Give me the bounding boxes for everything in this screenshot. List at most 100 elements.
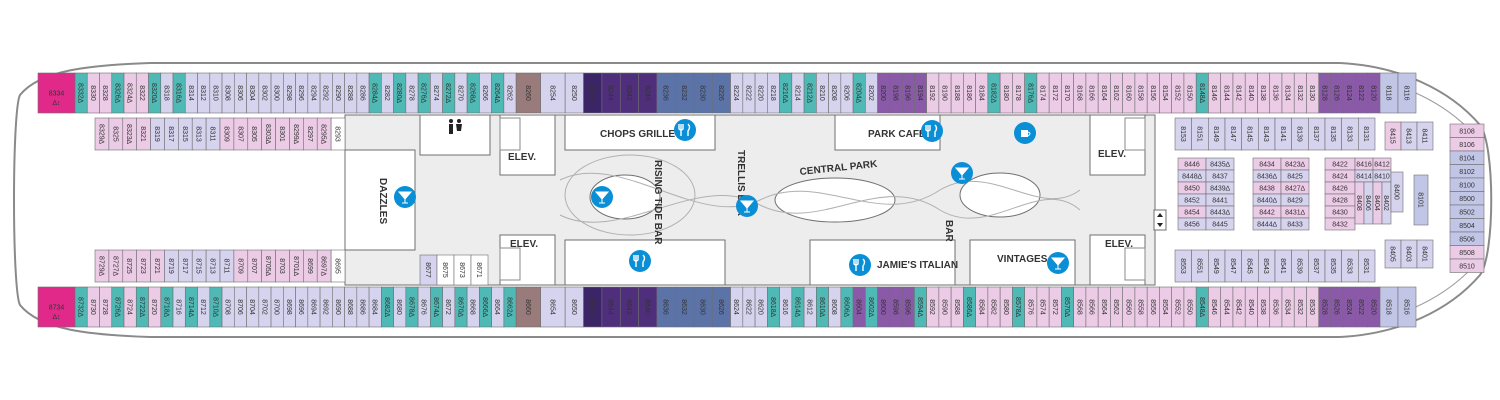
cabin-8413[interactable]: 8413: [1400, 121, 1418, 151]
cabin-8302[interactable]: 8302: [258, 72, 272, 114]
cabin-8701[interactable]: 8701∆: [289, 249, 304, 283]
cabin-8708[interactable]: 8708: [221, 286, 235, 328]
cabin-8133[interactable]: 8133: [1341, 117, 1359, 151]
cabin-8128[interactable]: 8128: [1318, 72, 1332, 114]
cabin-8323[interactable]: 8323∆: [122, 117, 137, 151]
cabin-8131[interactable]: 8131: [1358, 117, 1376, 151]
cabin-8596[interactable]: 8596: [901, 286, 915, 328]
cabin-8148[interactable]: 8148∆: [1195, 72, 1209, 114]
cabin-8534[interactable]: 8534: [1281, 286, 1295, 328]
cabin-8444[interactable]: 8444∆: [1252, 217, 1282, 231]
cabin-8196[interactable]: 8196: [901, 72, 915, 114]
dining-icon[interactable]: [674, 119, 696, 141]
cabin-8538[interactable]: 8538: [1257, 286, 1271, 328]
cabin-8274[interactable]: 8274: [430, 72, 443, 114]
cabin-8184[interactable]: 8184: [975, 72, 989, 114]
cabin-8430[interactable]: 8430: [1324, 205, 1356, 219]
cabin-8178[interactable]: 8178: [1012, 72, 1025, 114]
cabin-8438[interactable]: 8438: [1252, 181, 1282, 195]
cabin-8677[interactable]: 8677: [419, 254, 438, 286]
cabin-8143[interactable]: 8143: [1258, 117, 1276, 151]
cabin-8156[interactable]: 8156: [1146, 72, 1160, 114]
cabin-8276[interactable]: 8276∆: [417, 72, 431, 114]
cabin-8678[interactable]: 8678∆: [405, 286, 419, 328]
cabin-8224[interactable]: 8224: [730, 72, 744, 114]
cabin-8320[interactable]: 8320∆: [148, 72, 162, 114]
cabin-8429[interactable]: 8429: [1280, 193, 1310, 207]
cabin-8206[interactable]: 8206: [840, 72, 854, 114]
cabin-8614[interactable]: 8614∆: [791, 286, 805, 328]
cabin-8528[interactable]: 8528: [1318, 286, 1332, 328]
cabin-8423[interactable]: 8423∆: [1280, 157, 1310, 171]
cabin-8695[interactable]: 8695: [330, 249, 346, 283]
cabin-8416[interactable]: 8416: [1354, 157, 1374, 171]
cabin-8142[interactable]: 8142: [1232, 72, 1246, 114]
cabin-8610[interactable]: 8610∆: [816, 286, 829, 328]
cabin-8226[interactable]: 8226: [711, 72, 731, 114]
cabin-8533[interactable]: 8533: [1341, 249, 1359, 283]
cabin-8134[interactable]: 8134: [1281, 72, 1295, 114]
cabin-8630[interactable]: 8630: [693, 286, 713, 328]
cabin-8437[interactable]: 8437: [1205, 169, 1235, 183]
cabin-8626[interactable]: 8626: [711, 286, 731, 328]
cabin-8502[interactable]: 8502: [1449, 204, 1485, 219]
cabin-8690[interactable]: 8690: [332, 286, 345, 328]
cabin-8290[interactable]: 8290: [332, 72, 345, 114]
cabin-8308[interactable]: 8308: [221, 72, 235, 114]
cabin-8317[interactable]: 8317: [164, 117, 179, 151]
cabin-8250[interactable]: 8250: [564, 72, 584, 114]
cabin-8707[interactable]: 8707: [247, 249, 262, 283]
cabin-8666[interactable]: 8666∆: [479, 286, 492, 328]
cabin-8650[interactable]: 8650: [564, 286, 584, 328]
cabin-8704[interactable]: 8704: [246, 286, 260, 328]
cabin-8719[interactable]: 8719: [164, 249, 179, 283]
cabin-8448[interactable]: 8448∆: [1177, 169, 1207, 183]
cabin-8710[interactable]: 8710∆: [209, 286, 223, 328]
cabin-8668[interactable]: 8668: [466, 286, 480, 328]
cabin-8680[interactable]: 8680: [393, 286, 407, 328]
cabin-8586[interactable]: 8586∆: [963, 286, 976, 328]
cabin-8218[interactable]: 8218: [767, 72, 780, 114]
cabin-8100[interactable]: 8100: [1449, 177, 1485, 192]
cabin-8730[interactable]: 8730: [86, 286, 100, 328]
cabin-8214[interactable]: 8214: [791, 72, 805, 114]
cabin-8552[interactable]: 8552: [1171, 286, 1185, 328]
cabin-8172[interactable]: 8172: [1048, 72, 1062, 114]
cabin-8564[interactable]: 8564: [1097, 286, 1111, 328]
cabin-8412[interactable]: 8412: [1372, 157, 1392, 171]
cabin-8673[interactable]: 8673: [453, 254, 472, 286]
cabin-8572[interactable]: 8572: [1048, 286, 1062, 328]
cabin-8545[interactable]: 8545: [1241, 249, 1259, 283]
cabin-8550[interactable]: 8550: [1183, 286, 1197, 328]
cabin-8720[interactable]: 8720: [148, 286, 162, 328]
cabin-8616[interactable]: 8616: [779, 286, 793, 328]
cabin-8671[interactable]: 8671: [470, 254, 489, 286]
cabin-8436[interactable]: 8436∆: [1252, 169, 1282, 183]
cabin-8530[interactable]: 8530: [1306, 286, 1320, 328]
cabin-8435[interactable]: 8435∆: [1205, 157, 1235, 171]
cabin-8445[interactable]: 8445: [1205, 217, 1235, 231]
cabin-8296[interactable]: 8296: [295, 72, 309, 114]
cabin-8600[interactable]: 8600: [877, 286, 891, 328]
cabin-8168[interactable]: 8168: [1073, 72, 1087, 114]
cabin-8198[interactable]: 8198: [889, 72, 903, 114]
cabin-8146[interactable]: 8146: [1208, 72, 1222, 114]
cabin-8311[interactable]: 8311: [205, 117, 221, 151]
cabin-8454[interactable]: 8454: [1177, 205, 1207, 219]
cabin-8506[interactable]: 8506: [1449, 231, 1485, 246]
cabin-8315[interactable]: 8315: [178, 117, 193, 151]
cabin-8684[interactable]: 8684: [368, 286, 382, 328]
cabin-8154[interactable]: 8154: [1159, 72, 1172, 114]
cabin-8401[interactable]: 8401: [1416, 239, 1434, 269]
cabin-8622[interactable]: 8622: [742, 286, 756, 328]
cabin-8540[interactable]: 8540: [1244, 286, 1258, 328]
cabin-8642[interactable]: 8642: [619, 286, 639, 328]
cabin-8427[interactable]: 8427∆: [1280, 181, 1310, 195]
cabin-8152[interactable]: 8152: [1171, 72, 1185, 114]
cabin-8598[interactable]: 8598: [889, 286, 903, 328]
cabin-8578[interactable]: 8578∆: [1012, 286, 1025, 328]
cabin-8542[interactable]: 8542: [1232, 286, 1246, 328]
cabin-8102[interactable]: 8102: [1449, 164, 1485, 179]
cabin-8644[interactable]: 8644: [601, 286, 621, 328]
cabin-8303[interactable]: 8303∆: [261, 117, 276, 151]
